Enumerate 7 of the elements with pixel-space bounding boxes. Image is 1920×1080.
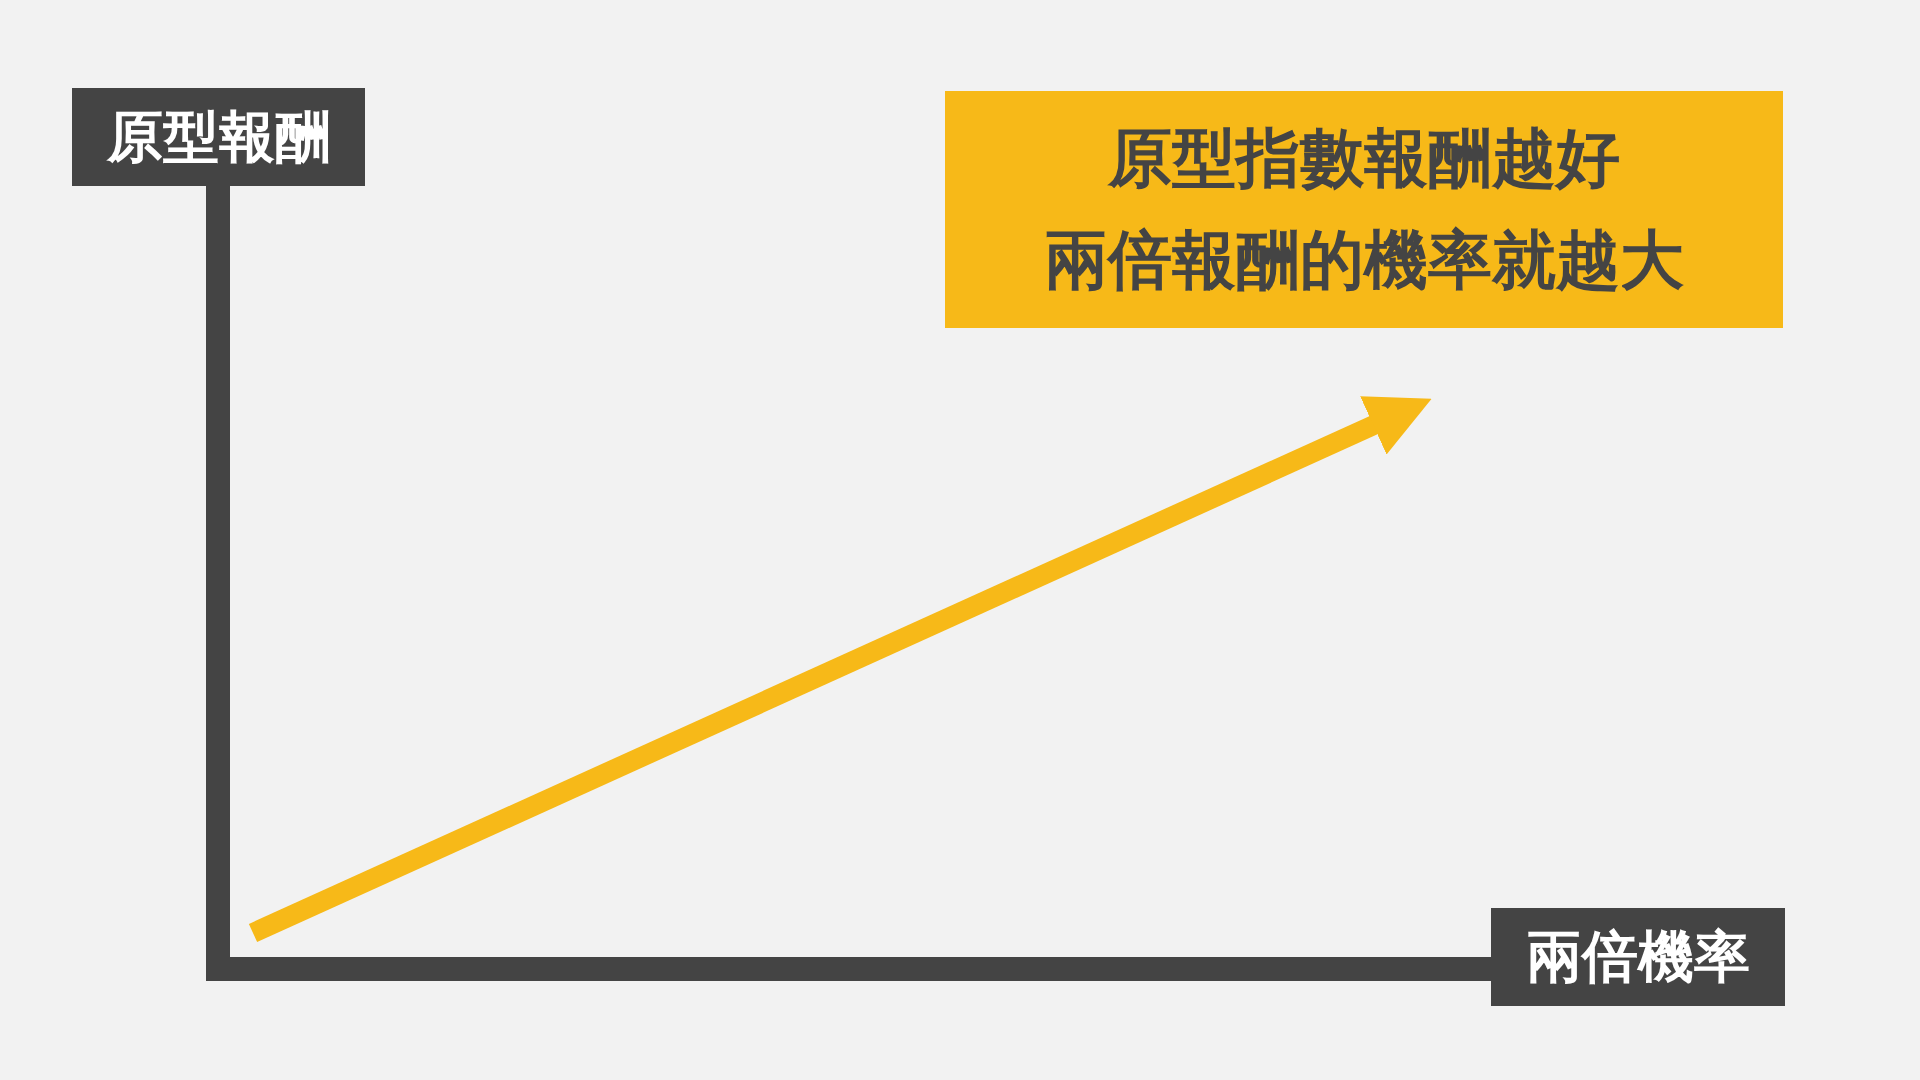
axis-label: 原型報酬 — [106, 102, 331, 171]
callout-text: 兩倍報酬的機率就越大 — [1044, 221, 1684, 299]
callout-box — [945, 91, 1783, 328]
axis-label-box — [72, 88, 365, 186]
callout-text: 原型指數報酬越好 — [1108, 120, 1620, 198]
axis-label: 兩倍機率 — [1526, 922, 1750, 991]
axis-label-box — [1491, 908, 1785, 1006]
